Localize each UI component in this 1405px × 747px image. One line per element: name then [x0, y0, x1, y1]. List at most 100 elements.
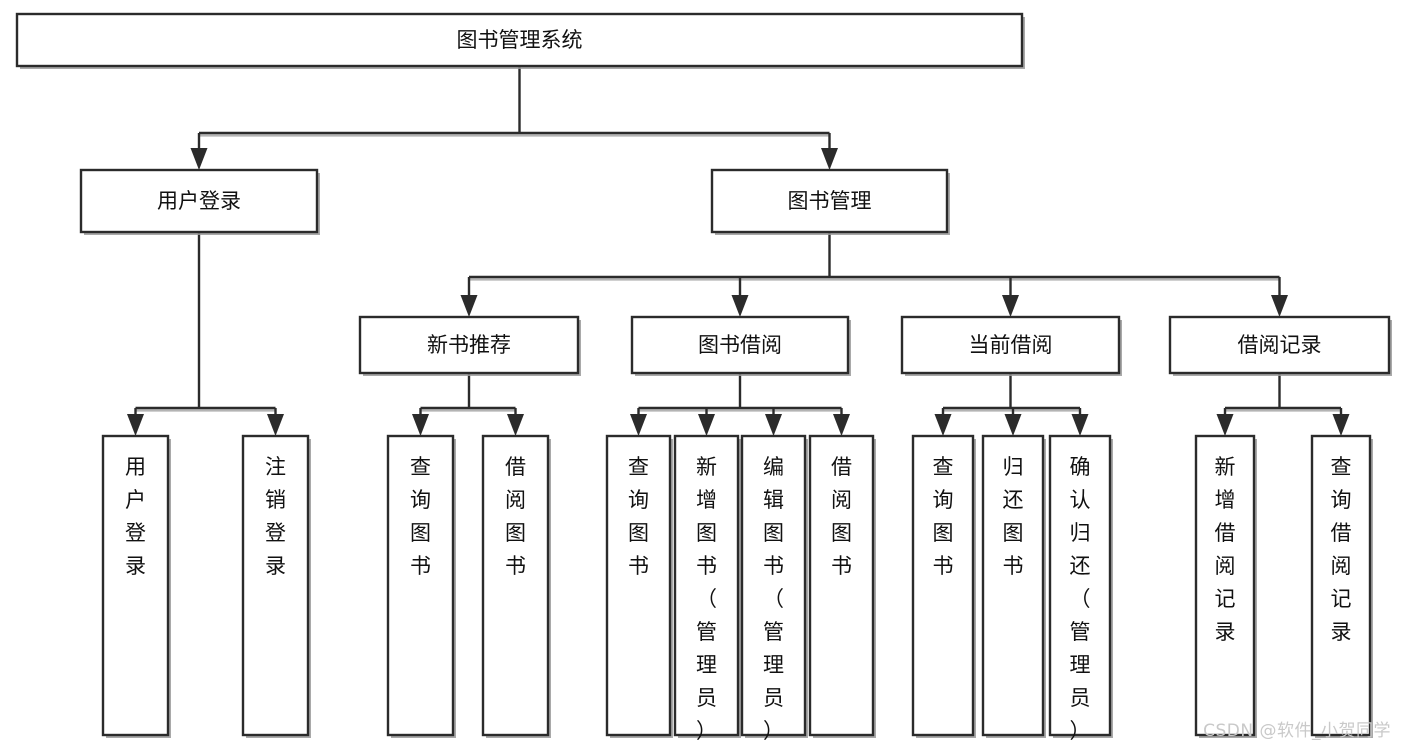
- node-label-char: 录: [125, 554, 146, 578]
- node-label-char: 注: [265, 455, 286, 479]
- node-label-char: 书: [505, 554, 526, 578]
- node-label-char: 查: [933, 455, 954, 479]
- node-label-char: 询: [1331, 488, 1352, 512]
- arrow-head-icon: [127, 414, 144, 436]
- node-label-char: 归: [1070, 521, 1091, 545]
- node-label-char: 管: [763, 620, 784, 644]
- node-user-login[interactable]: 用户登录: [79, 168, 320, 235]
- edges-layer: [127, 66, 1350, 436]
- node-current-borrow[interactable]: 当前借阅: [900, 315, 1122, 376]
- node-label-char: 登: [265, 521, 286, 545]
- node-label-char: 管: [696, 620, 717, 644]
- arrow-head-icon: [821, 148, 838, 170]
- node-label-char: 图: [410, 521, 431, 545]
- arrow-head-icon: [1004, 414, 1022, 436]
- node-label-char: 记: [1331, 587, 1352, 611]
- arrow-head-icon: [507, 414, 524, 436]
- node-label-char: 阅: [831, 488, 852, 512]
- node-label: 图书管理: [788, 189, 872, 213]
- node-borrow-record[interactable]: 借阅记录: [1168, 315, 1392, 376]
- connector-group: [412, 373, 524, 436]
- node-new-book-recommend[interactable]: 新书推荐: [358, 315, 581, 376]
- node-label-char: 员: [696, 686, 717, 710]
- node-label-char: 书: [696, 554, 717, 578]
- arrow-head-icon: [698, 414, 715, 436]
- node-label-char: 户: [125, 488, 146, 512]
- node-label-char: 图: [1003, 521, 1024, 545]
- node-label-char: 借: [1215, 521, 1236, 545]
- nodes-layer: 图书管理系统用户登录图书管理新书推荐图书借阅当前借阅借阅记录用户登录注销登录查询…: [15, 12, 1392, 743]
- node-book-management[interactable]: 图书管理: [710, 168, 950, 235]
- connector-group: [1216, 373, 1350, 436]
- arrow-head-icon: [460, 295, 478, 317]
- node-label: 图书借阅: [698, 333, 782, 357]
- node-label-char: 记: [1215, 587, 1236, 611]
- node-label-char: 书: [831, 554, 852, 578]
- node-label-char: 登: [125, 521, 146, 545]
- node-label: 新书推荐: [427, 333, 511, 357]
- node-label-char: 归: [1003, 455, 1024, 479]
- node-label-char: ）: [1070, 719, 1091, 743]
- node-leaf-user-login[interactable]: 用户登录: [101, 434, 171, 738]
- node-label-char: ）: [696, 719, 717, 743]
- node-label-char: 新: [696, 455, 717, 479]
- node-label-char: 借: [831, 455, 852, 479]
- node-label-char: 询: [933, 488, 954, 512]
- node-label-char: 书: [933, 554, 954, 578]
- node-label-char: 图: [505, 521, 526, 545]
- node-label-char: 员: [1070, 686, 1091, 710]
- node-label-char: 确: [1070, 455, 1091, 479]
- node-label-char: 图: [628, 521, 649, 545]
- node-label-char: 理: [763, 653, 784, 677]
- connector-group: [630, 373, 850, 436]
- connector-group: [127, 232, 284, 436]
- node-label-char: 查: [628, 455, 649, 479]
- node-label-char: 理: [696, 653, 717, 677]
- node-label-char: 还: [1003, 488, 1024, 512]
- node-label-char: 认: [1070, 488, 1091, 512]
- node-label-char: 借: [1331, 521, 1352, 545]
- node-label-char: 增: [696, 488, 717, 512]
- node-label: 图书管理系统: [457, 28, 583, 52]
- node-label-char: 查: [1331, 455, 1352, 479]
- node-label-char: 还: [1070, 554, 1091, 578]
- arrow-head-icon: [1002, 295, 1019, 317]
- node-label-char: 查: [410, 455, 431, 479]
- arrow-head-icon: [630, 414, 647, 436]
- node-label-char: 书: [410, 554, 431, 578]
- node-label-char: 理: [1070, 653, 1091, 677]
- node-label: 用户登录: [157, 189, 241, 213]
- node-label-char: （: [763, 587, 784, 611]
- node-root-root[interactable]: 图书管理系统: [15, 12, 1025, 69]
- node-book-borrow[interactable]: 图书借阅: [630, 315, 851, 376]
- node-label-char: 辑: [763, 488, 784, 512]
- node-label-char: 编: [763, 455, 784, 479]
- node-label-char: 询: [628, 488, 649, 512]
- node-label-char: 销: [265, 488, 286, 512]
- arrow-head-icon: [833, 414, 850, 436]
- node-label-char: 增: [1215, 488, 1236, 512]
- arrow-head-icon: [267, 414, 284, 436]
- node-label-char: 图: [933, 521, 954, 545]
- node-label-char: 询: [410, 488, 431, 512]
- node-label-char: 录: [1215, 620, 1236, 644]
- node-label-char: （: [696, 587, 717, 611]
- arrow-head-icon: [1071, 414, 1089, 436]
- node-label-char: 图: [831, 521, 852, 545]
- connector-group: [190, 66, 838, 170]
- node-label: 借阅记录: [1238, 333, 1322, 357]
